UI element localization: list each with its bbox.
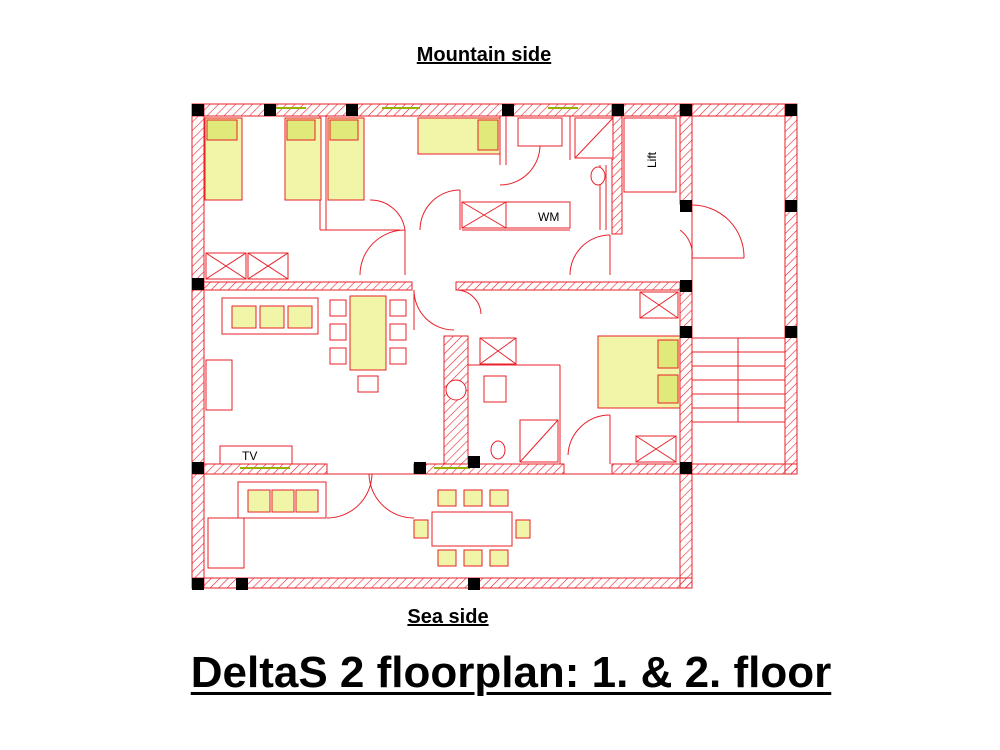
mountain-side-label: Mountain side [416,44,552,66]
staircase [692,337,785,423]
washing-machine-tag: WM [538,210,559,224]
sideboard [205,359,233,411]
lift-shaft [623,117,677,193]
wall-stair-south [679,463,798,475]
washbasin-round [445,379,467,401]
wardrobes [205,201,679,463]
wall-north [191,103,793,117]
sink-lower [483,375,507,403]
sea-side-label: Sea side [407,606,489,628]
bathroom-fixtures [445,117,614,463]
floorplan-title: DeltaS 2 floorplan: 1. & 2. floor [190,648,832,697]
wall-bedroom-east [679,281,693,473]
wall-balcony-south [191,577,693,589]
doors [326,144,745,519]
lift-tag: Lift [645,151,659,168]
living-furniture [205,295,407,465]
door-arc [359,229,406,276]
exterior-walls [191,103,798,589]
tv-tag: TV [242,449,257,463]
wall-west [191,103,205,589]
wall-lift-east [679,103,693,205]
wall-balcony-east [679,463,693,589]
toilet-lower [490,440,506,460]
sink-upper [517,117,563,147]
armchair-balcony [207,517,245,569]
wall-east-stair [784,103,798,475]
beds [204,117,681,409]
pillars [192,104,797,590]
balcony-furniture [207,481,531,569]
tv-unit [219,445,293,465]
wall-hall-south [455,281,693,291]
dining-table-balcony [431,511,513,547]
wall-bedrooms-south [191,281,413,291]
washing-machine-box [505,201,571,229]
dining-table-living [349,295,387,371]
toilet-upper [590,166,606,186]
